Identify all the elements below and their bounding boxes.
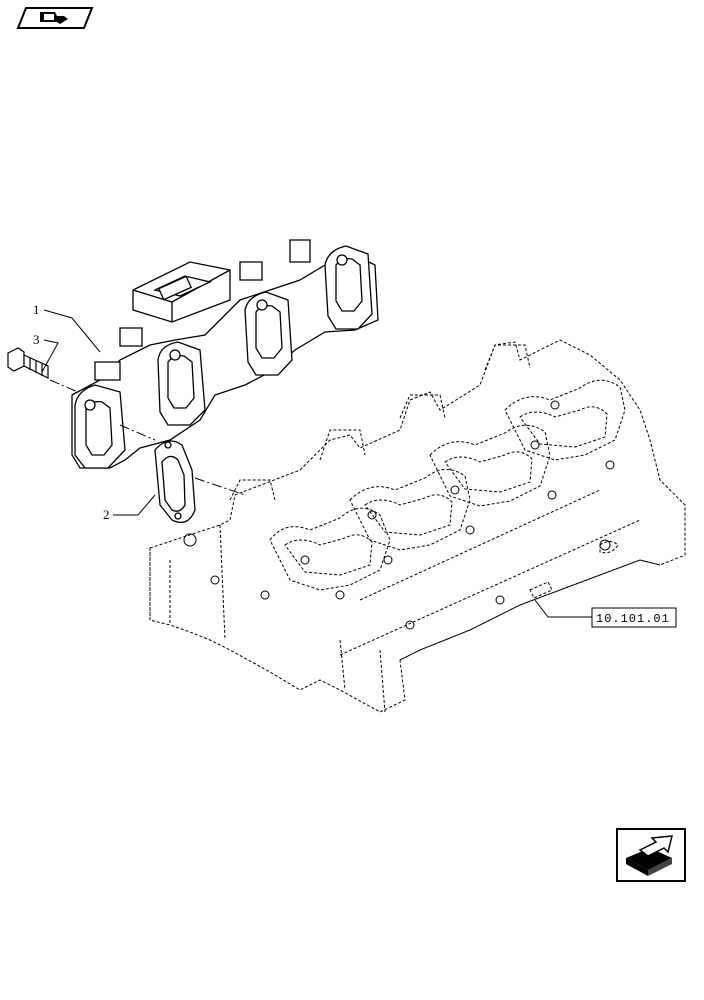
- callout-3: 3: [33, 332, 40, 347]
- callout-leaders: [41, 309, 592, 618]
- manifold-bolt: [7, 347, 49, 379]
- cylinder-head: [149, 339, 686, 713]
- reference-link-box[interactable]: 10.101.01: [591, 607, 677, 628]
- next-page-arrow-icon[interactable]: [616, 828, 686, 882]
- book-arrow-icon[interactable]: [16, 7, 94, 29]
- exhaust-manifold: [71, 239, 379, 469]
- reference-label: 10.101.01: [596, 612, 670, 626]
- callout-1: 1: [33, 302, 40, 317]
- callout-2: 2: [103, 507, 110, 522]
- cylinder-head-bolt-holes: [183, 400, 615, 630]
- alignment-lines: [49, 379, 246, 496]
- manifold-gasket: [154, 440, 196, 524]
